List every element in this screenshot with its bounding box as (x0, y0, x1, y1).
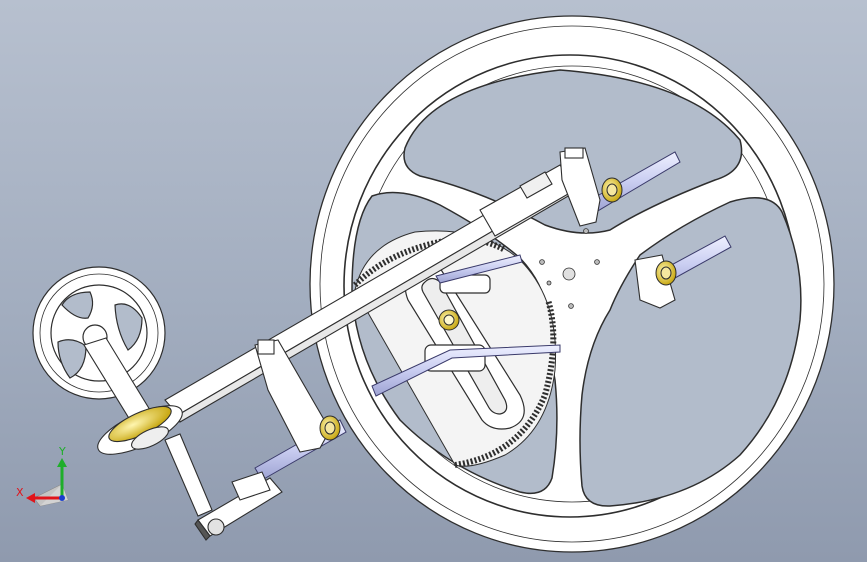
bracket-lower (254, 339, 331, 453)
window-right (579, 197, 802, 507)
base-disc (97, 405, 183, 455)
bushing-lower (319, 415, 341, 441)
axis-triad[interactable]: X Y (16, 445, 69, 507)
bushing-upper (601, 177, 623, 203)
bushing-center (438, 309, 460, 331)
y-axis-label: Y (58, 445, 66, 458)
bushings (319, 177, 677, 441)
connecting-rod (164, 433, 213, 517)
shaft-center (371, 344, 561, 397)
x-axis-arrow (26, 493, 62, 503)
flywheel-hub (539, 228, 600, 309)
crank-arm (194, 471, 283, 541)
bracket-upper (559, 147, 601, 227)
x-axis-label: X (16, 486, 24, 499)
shaft-link (435, 254, 523, 284)
z-axis-dot (59, 495, 65, 501)
bushing-right (655, 260, 677, 286)
y-axis-arrow (57, 458, 67, 498)
small-flywheel (32, 266, 166, 400)
